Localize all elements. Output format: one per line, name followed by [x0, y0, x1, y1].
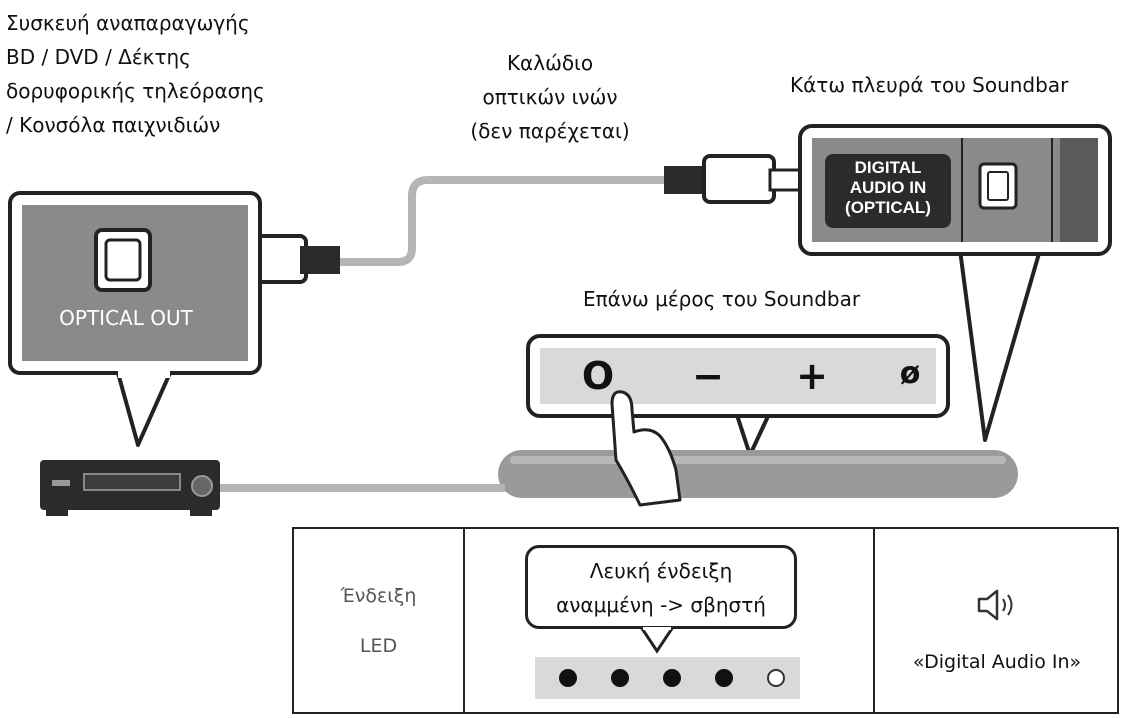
- bubble-pointer: [639, 627, 675, 654]
- source-line-4: / Κονσόλα παιχνιδιών: [6, 113, 221, 137]
- soundbar-top-label: Επάνω μέρος του Soundbar: [583, 287, 861, 311]
- soundbar-top-panel: [526, 334, 950, 457]
- soundbar: [498, 450, 1018, 498]
- digital-audio-in-label: DIGITAL AUDIO IN (OPTICAL): [826, 158, 950, 218]
- volume-up-button[interactable]: +: [796, 354, 828, 398]
- cable-line-3: (δεν παρέχεται): [470, 119, 630, 143]
- optical-out-panel: [8, 191, 262, 447]
- cable-plug-soundbar: [664, 154, 808, 204]
- led-bubble: Λευκή ένδειξη αναμμένη -> σβηστή: [525, 545, 797, 629]
- led-header-cell: Ένδειξη LED: [294, 529, 465, 712]
- led-1: [559, 669, 577, 687]
- volume-down-button[interactable]: −: [692, 354, 724, 398]
- source-line-3: δορυφορικής τηλεόρασης: [6, 79, 265, 103]
- led-5: [767, 669, 785, 687]
- led-table: Ένδειξη LED Λευκή ένδειξη αναμμένη -> σβ…: [292, 527, 1119, 714]
- mode-cell: «Digital Audio In»: [875, 529, 1119, 712]
- led-2: [611, 669, 629, 687]
- finger-icon: [610, 390, 682, 507]
- bubble-line-2: αναμμένη -> σβηστή: [556, 593, 766, 617]
- dai-line-1: DIGITAL: [854, 158, 922, 177]
- source-button[interactable]: ø: [899, 356, 921, 391]
- optical-out-label: OPTICAL OUT: [59, 306, 193, 330]
- cable-label: Καλώδιο οπτικών ινών (δεν παρέχεται): [440, 46, 660, 148]
- cable-line-2: οπτικών ινών: [482, 85, 618, 109]
- source-device-label: Συσκευή αναπαραγωγής BD / DVD / Δέκτης δ…: [6, 6, 366, 142]
- led-header-line-2: LED: [359, 635, 398, 657]
- led-4: [715, 669, 733, 687]
- player-device: [40, 460, 505, 516]
- cable-line-1: Καλώδιο: [506, 51, 594, 75]
- led-header-line-1: Ένδειξη: [340, 585, 417, 607]
- dai-line-3: (OPTICAL): [845, 198, 931, 217]
- optical-cable: [340, 176, 670, 266]
- bubble-line-1: Λευκή ένδειξη: [589, 559, 733, 583]
- soundbar-bottom-panel: [798, 124, 1112, 442]
- power-button[interactable]: O: [581, 354, 615, 398]
- led-3: [663, 669, 681, 687]
- speaker-sound-icon: [969, 585, 1029, 625]
- dai-line-2: AUDIO IN: [849, 178, 927, 197]
- source-line-2: BD / DVD / Δέκτης: [6, 45, 191, 69]
- source-line-1: Συσκευή αναπαραγωγής: [6, 11, 250, 35]
- mode-label: «Digital Audio In»: [912, 651, 1082, 673]
- soundbar-bottom-label: Κάτω πλευρά του Soundbar: [790, 73, 1069, 97]
- led-state-cell: Λευκή ένδειξη αναμμένη -> σβηστή: [465, 529, 875, 712]
- led-strip: [535, 657, 800, 699]
